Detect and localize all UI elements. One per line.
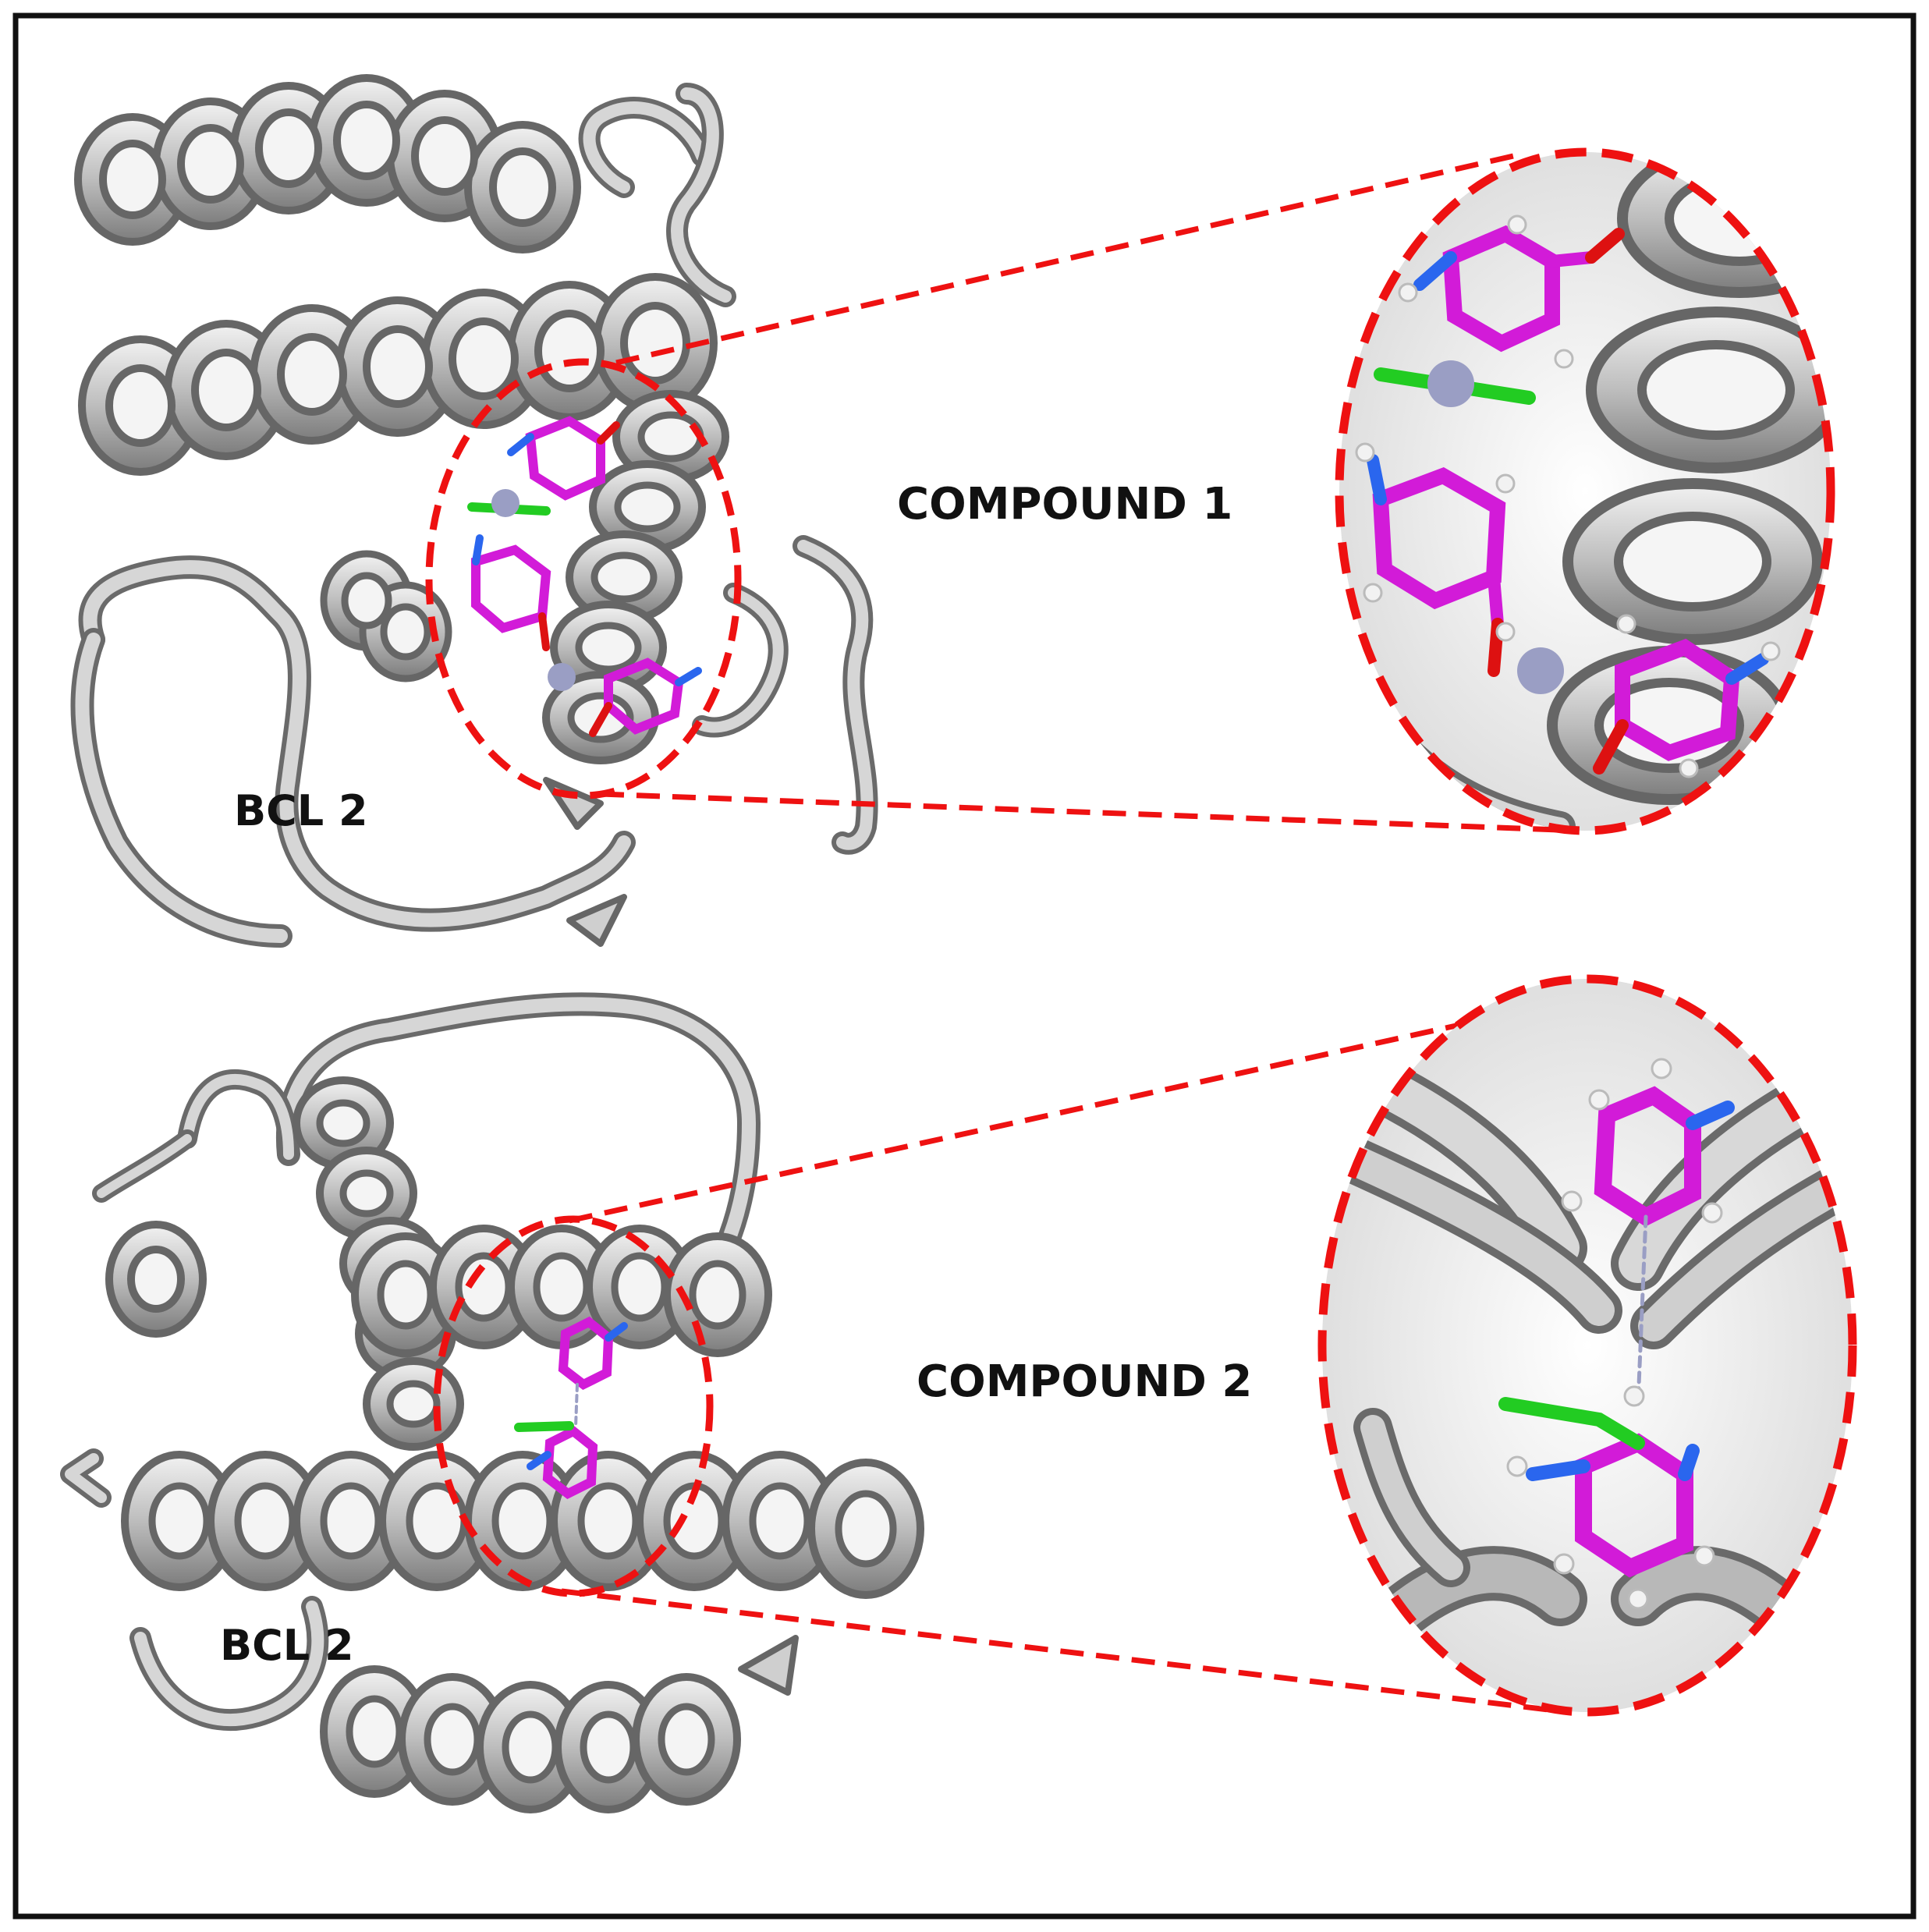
protein-label-bottom: BCL 2 [220, 1621, 354, 1670]
protein-label-top: BCL 2 [234, 786, 368, 835]
ligand-compound-2-small [514, 1316, 628, 1500]
panel-top: BCL 2 COMPOUND 1 [70, 74, 1835, 948]
zoom-connector-bottom-lower [561, 1588, 1569, 1715]
ligand-compound-1-small [467, 416, 702, 737]
zoom-connector-top-lower [600, 791, 1561, 833]
compound-label-top: COMPOUND 1 [897, 479, 1232, 530]
zoom-connector-top-upper [615, 153, 1514, 366]
protein-ribbon-bottom [60, 992, 924, 1813]
zoom-region-small-top [425, 358, 742, 799]
panel-bottom: BCL 2 COMPOUND 2 [60, 974, 1857, 1813]
zoom-connector-bottom-upper [569, 1011, 1510, 1224]
zoom-detail-bottom [1317, 974, 1857, 1717]
zoom-region-large-top [1335, 147, 1835, 835]
zoom-detail-top [1335, 147, 1835, 835]
compound-label-bottom: COMPOUND 2 [917, 1356, 1252, 1407]
figure-border [12, 12, 1917, 1920]
zoom-region-large-bottom [1317, 974, 1857, 1717]
